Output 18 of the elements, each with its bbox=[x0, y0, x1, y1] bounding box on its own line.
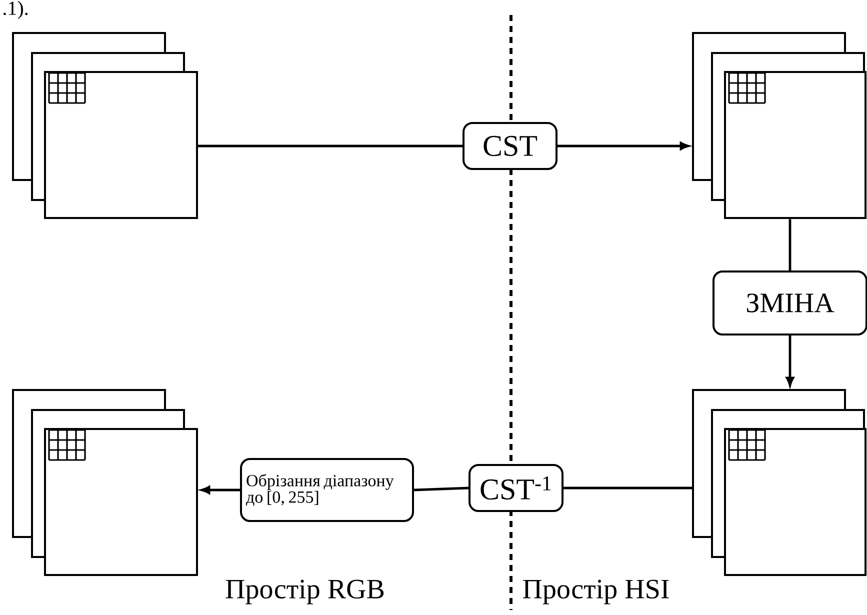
image-stack-drawing bbox=[12, 32, 198, 219]
caption-text: Простір RGB bbox=[226, 580, 384, 604]
image-stack-drawing bbox=[692, 389, 866, 576]
connector-line bbox=[564, 486, 693, 490]
image-stack-drawing bbox=[12, 389, 198, 576]
process-box: CST bbox=[462, 122, 558, 170]
connector-line bbox=[788, 219, 792, 270]
connector-line bbox=[414, 486, 469, 492]
caption-text: .1). bbox=[4, 0, 28, 20]
process-box: CST$^{-1}$ bbox=[468, 464, 564, 512]
arrow bbox=[200, 486, 240, 494]
caption-text: Простір HSI bbox=[523, 580, 669, 604]
process-box: Обрізання діапазону до [0, 255] bbox=[240, 458, 414, 522]
connector-line bbox=[197, 144, 462, 148]
image-stack-drawing bbox=[692, 32, 866, 219]
arrow bbox=[786, 336, 794, 386]
process-box: ЗМІНА bbox=[712, 270, 867, 336]
arrow bbox=[558, 142, 690, 150]
